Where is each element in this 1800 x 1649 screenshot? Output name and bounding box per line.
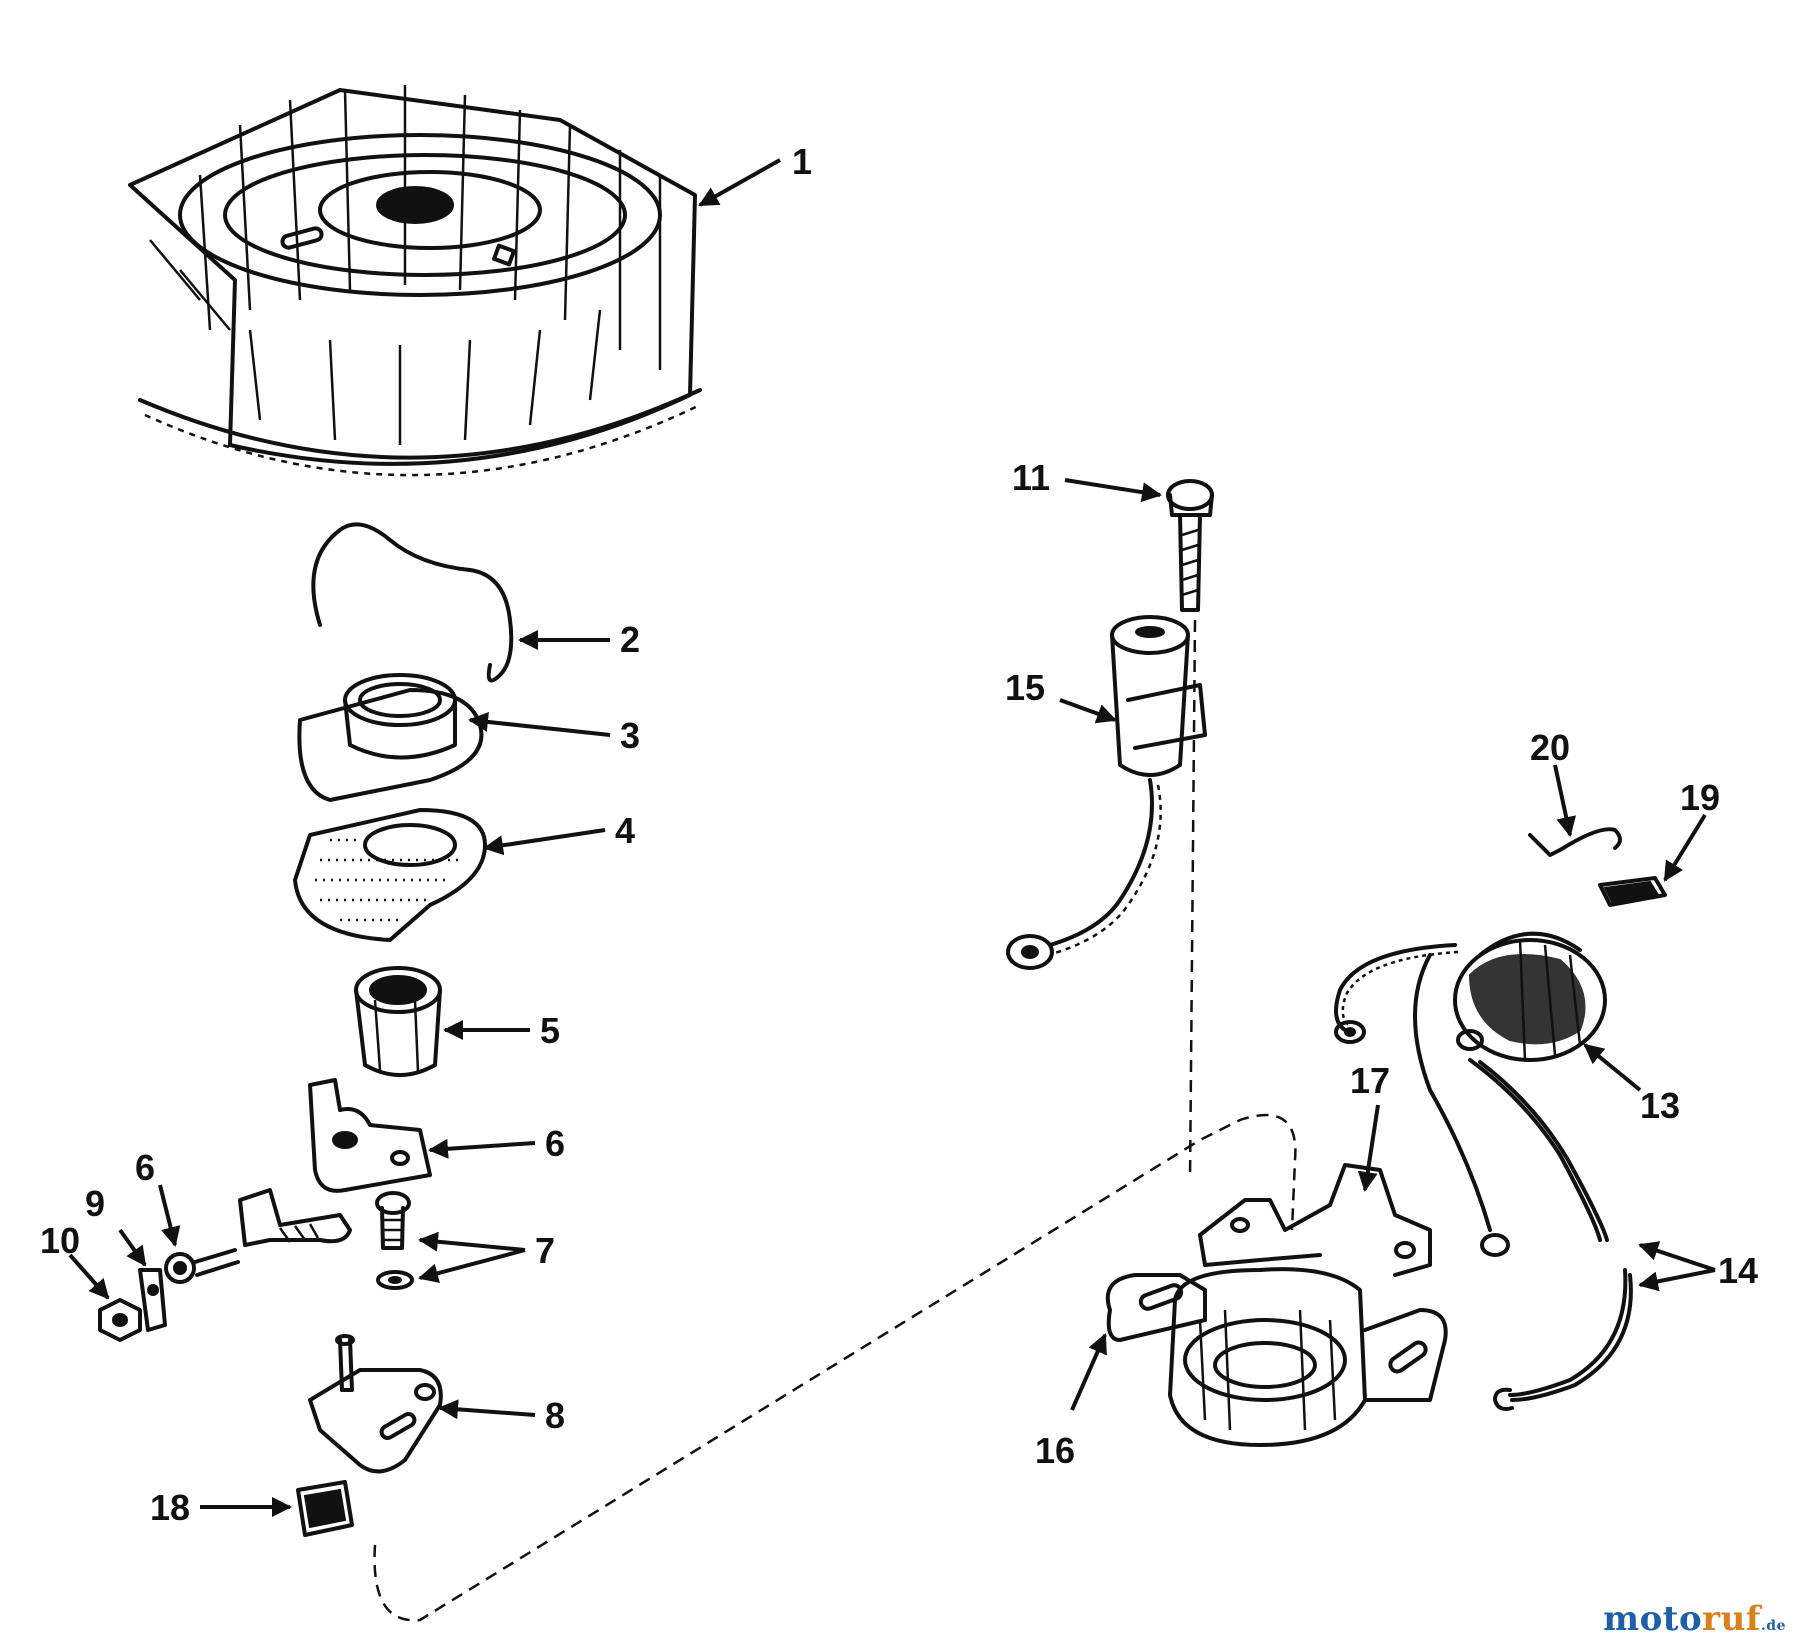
leader-7 bbox=[158, 1184, 181, 1247]
washer-part bbox=[164, 1248, 240, 1284]
bushing-part bbox=[354, 966, 442, 1077]
callout-3: 3 bbox=[620, 715, 640, 756]
callout-2: 2 bbox=[620, 619, 640, 660]
leader-11 bbox=[118, 1228, 147, 1267]
callout-15: 15 bbox=[1005, 667, 1045, 708]
callout-8: 10 bbox=[40, 1220, 80, 1261]
breaker-arm-part bbox=[238, 1078, 432, 1247]
callout-10: 11 bbox=[1012, 457, 1050, 498]
callout-13: 13 bbox=[1640, 1085, 1680, 1126]
bracket-part bbox=[1105, 1163, 1448, 1447]
callout-20: 20 bbox=[1530, 727, 1570, 768]
breaker-plate-part bbox=[308, 1334, 443, 1474]
callout-19: 19 bbox=[1680, 777, 1720, 818]
callout-5: 5 bbox=[540, 1010, 560, 1051]
leader-19 bbox=[1663, 813, 1707, 882]
leader-9b bbox=[418, 1248, 526, 1284]
leader-10 bbox=[1064, 478, 1162, 503]
clip-plate-part bbox=[1598, 876, 1667, 907]
leader-3 bbox=[468, 711, 611, 737]
leader-20 bbox=[1553, 764, 1577, 837]
spring-clip-part bbox=[311, 522, 514, 683]
leader-14b bbox=[1638, 1268, 1716, 1292]
leader-13 bbox=[1583, 1043, 1642, 1092]
nut-part bbox=[98, 1298, 142, 1342]
condenser-part bbox=[1006, 615, 1207, 970]
cover-part bbox=[297, 673, 484, 802]
callout-11: 9 bbox=[85, 1183, 105, 1224]
watermark-logo: motoruf.de bbox=[1603, 1599, 1786, 1639]
callout-7: 6 bbox=[135, 1147, 155, 1188]
leader-17 bbox=[1357, 1104, 1380, 1192]
leader-6b bbox=[438, 1399, 536, 1420]
screw-washer-part bbox=[375, 1191, 414, 1290]
spring-wire-part bbox=[1528, 827, 1622, 857]
callout-16: 16 bbox=[1035, 1430, 1075, 1471]
callout-4: 4 bbox=[615, 810, 635, 851]
assembly-line-loop bbox=[373, 1113, 1297, 1622]
felt-pad-part bbox=[296, 1480, 354, 1537]
ground-wires-part bbox=[1413, 953, 1633, 1411]
callout-14: 14 bbox=[1718, 1250, 1758, 1291]
leader-14a bbox=[1638, 1241, 1716, 1272]
flywheel-part bbox=[128, 85, 702, 477]
callout-17: 17 bbox=[1350, 1060, 1390, 1101]
screw-part bbox=[1166, 479, 1214, 612]
leader-15 bbox=[1059, 698, 1117, 724]
leader-1 bbox=[698, 158, 781, 207]
assembly-line-vertical bbox=[1188, 619, 1197, 1181]
leader-8 bbox=[68, 1253, 110, 1300]
leader-4 bbox=[483, 828, 606, 856]
gasket-part bbox=[293, 808, 487, 942]
leader-6a bbox=[428, 1138, 536, 1159]
callout-6a: 6 bbox=[545, 1123, 565, 1164]
callout-1: 1 bbox=[792, 141, 812, 182]
coil-part bbox=[1334, 931, 1607, 1062]
terminal-part bbox=[138, 1268, 167, 1332]
leader-16 bbox=[1070, 1333, 1107, 1411]
callout-9: 7 bbox=[535, 1230, 555, 1271]
leader-9a bbox=[418, 1231, 526, 1252]
callout-18: 18 bbox=[150, 1487, 190, 1528]
callout-6b: 8 bbox=[545, 1395, 565, 1436]
